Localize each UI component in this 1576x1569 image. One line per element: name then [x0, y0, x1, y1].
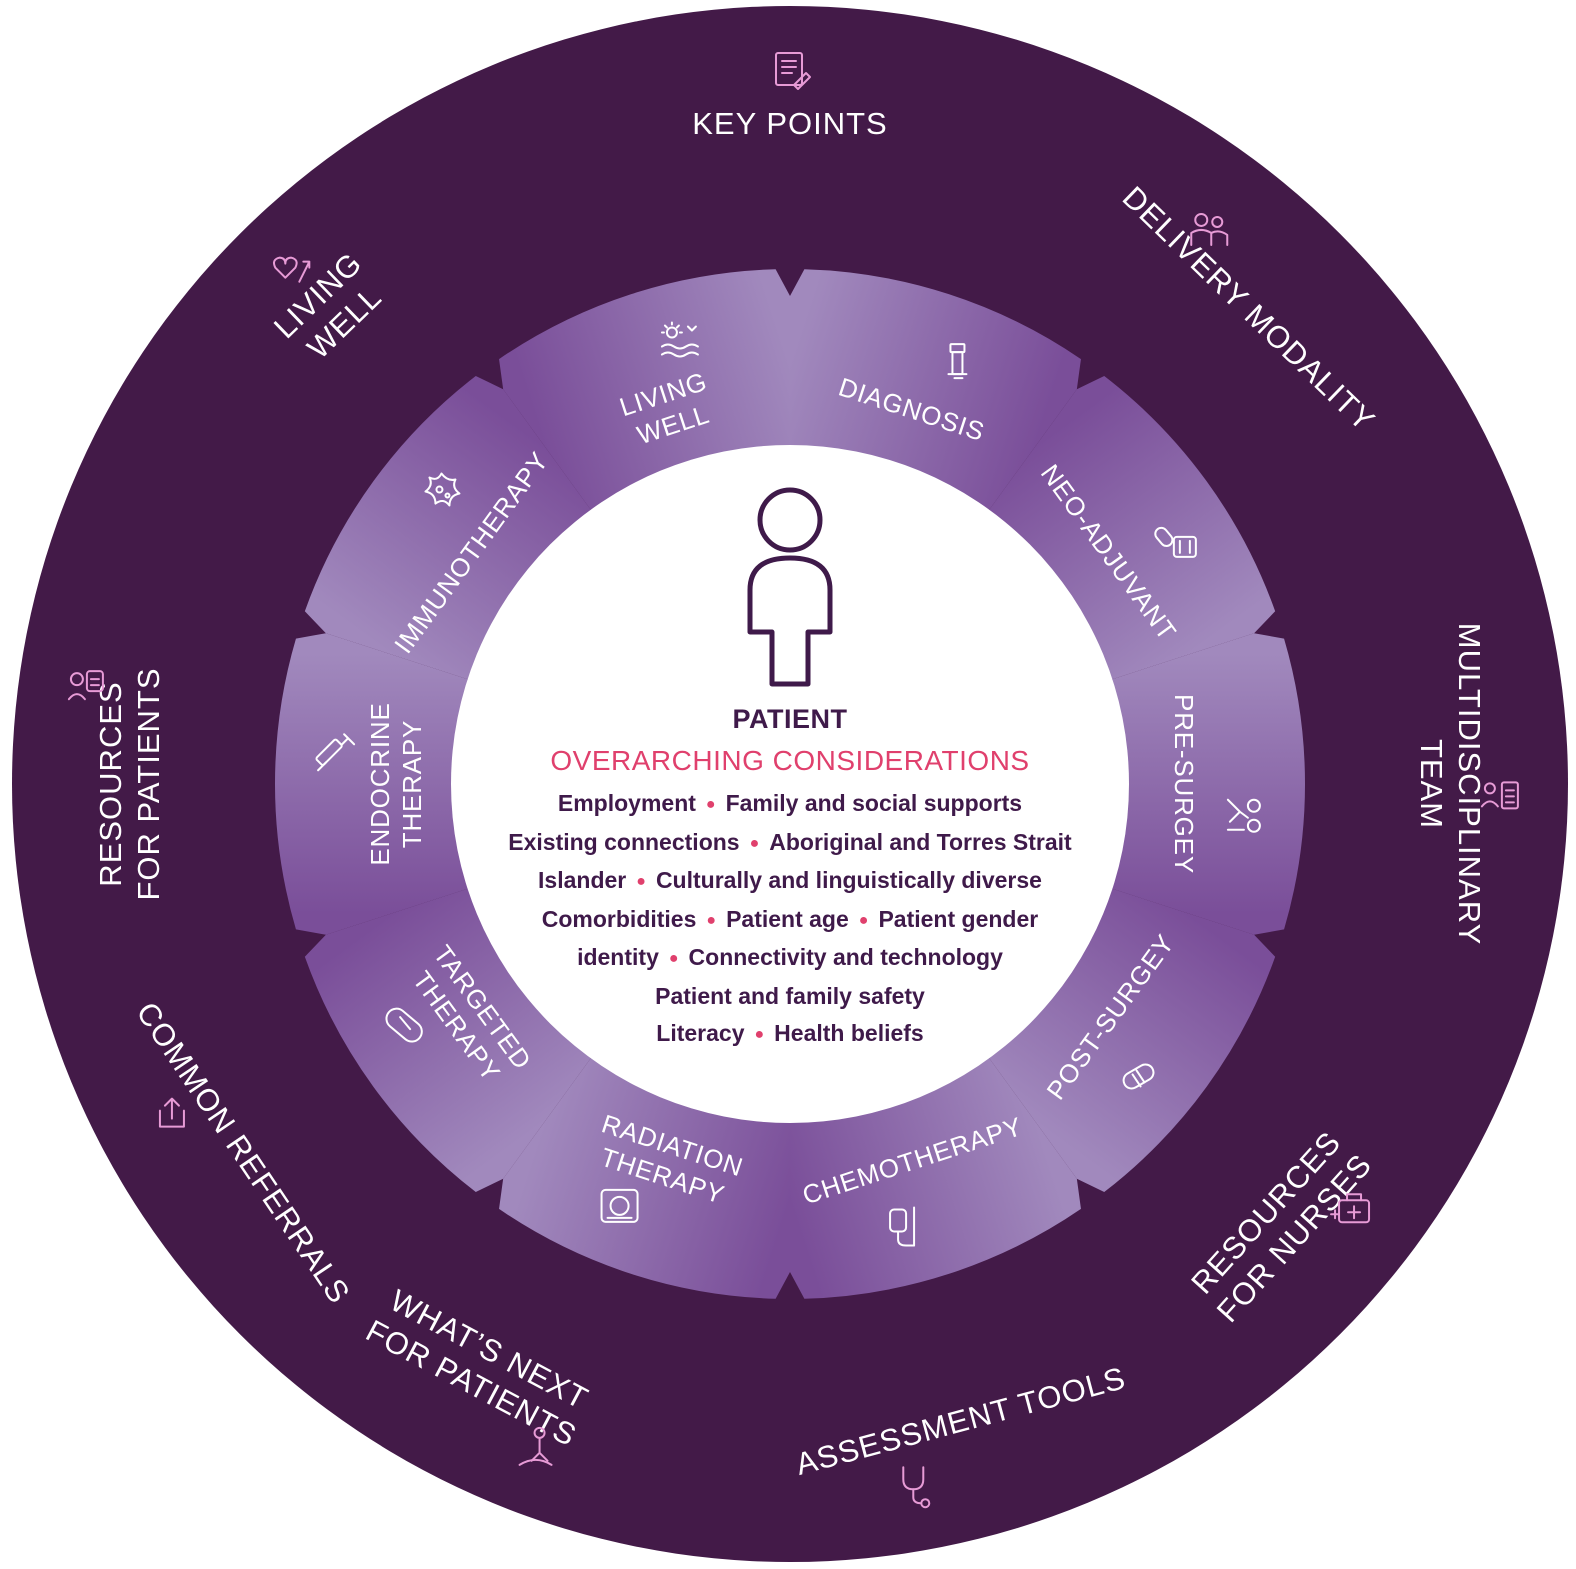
immune-cell-icon — [424, 472, 461, 507]
bullet-separator: ● — [706, 911, 717, 929]
treatment-ring — [274, 269, 1305, 1299]
outer-label-7-text: RESOURCES — [93, 681, 128, 886]
consideration-item: Islander — [538, 867, 627, 893]
consideration-item: Health beliefs — [774, 1020, 924, 1046]
patient-center: PATIENT OVERARCHING CONSIDERATIONS Emplo… — [470, 470, 1110, 1110]
consideration-item: Patient and family safety — [655, 982, 925, 1009]
treatment-label-2-text: PRE-SURGEY — [1169, 694, 1199, 874]
people-resources-icon — [67, 670, 104, 701]
consideration-item: Aboriginal and Torres Strait — [769, 828, 1072, 855]
consideration-item: identity — [577, 944, 659, 970]
consideration-item: Existing connections — [508, 828, 740, 855]
capsule-icon — [385, 1007, 423, 1043]
consideration-item: Literacy — [656, 1020, 745, 1046]
treatment-segment-6[interactable] — [304, 885, 597, 1193]
considerations-line: Existing connections ● Aboriginal and Torr… — [490, 824, 1090, 863]
heart-arrow-icon — [273, 256, 311, 283]
treatment-segment-1[interactable] — [983, 375, 1276, 683]
center-disc — [451, 445, 1129, 1123]
considerations-line: Employment ● Family and social supports — [490, 785, 1090, 824]
treatment-ring-icons — [315, 321, 1261, 1247]
outer-ring-icons — [67, 52, 1519, 1509]
treatment-segment-3[interactable] — [983, 885, 1276, 1193]
sun-waves-icon — [660, 321, 699, 358]
consideration-item: Employment — [557, 790, 696, 816]
treatment-segment-8[interactable] — [304, 375, 597, 683]
microscope-icon — [947, 343, 968, 380]
stethoscope-icon — [902, 1466, 931, 1509]
treatment-label-2[interactable]: PRE-SURGEY — [1169, 694, 1199, 874]
treatment-label-7-text: ENDOCRINE — [365, 702, 395, 865]
considerations-heading: OVERARCHING CONSIDERATIONS — [550, 745, 1030, 776]
iv-drip-icon — [889, 1206, 916, 1247]
bandage-icon — [1122, 1063, 1155, 1090]
team-checklist-icon — [1480, 781, 1519, 810]
bullet-separator: ● — [754, 1026, 765, 1043]
share-box-icon — [158, 1097, 185, 1128]
outer-label-7-text: FOR PATIENTS — [131, 667, 166, 900]
outer-label-2-text: TEAM — [1414, 739, 1449, 829]
considerations-line: Islander ● Culturally and linguistically d… — [490, 862, 1090, 901]
consideration-item: Culturally and linguistically diverse — [655, 867, 1042, 893]
radiation-machine-icon — [600, 1188, 639, 1223]
consideration-item: Connectivity and technology — [688, 944, 1003, 970]
consideration-item: Patient age — [726, 905, 849, 932]
pills-icon — [1154, 526, 1197, 558]
outer-label-0-text: KEY POINTS — [692, 106, 888, 141]
considerations-line: Patient and family safety — [490, 978, 1090, 1016]
patient-title: PATIENT — [732, 704, 848, 734]
considerations-line: Comorbidities ● Patient age ● Patient gender — [490, 901, 1090, 940]
path-person-icon — [518, 1426, 553, 1466]
consideration-item: Comorbidities — [541, 905, 697, 932]
people-icon — [1190, 212, 1229, 246]
syringe-icon — [315, 733, 356, 772]
surgery-tools-icon — [1226, 798, 1261, 833]
treatment-segment-2[interactable] — [1103, 633, 1305, 935]
bullet-separator: ● — [668, 950, 679, 967]
treatment-label-7-text: THERAPY — [397, 720, 427, 848]
document-pen-icon — [775, 52, 811, 90]
bullet-separator: ● — [705, 796, 716, 813]
consideration-item: Family and social supports — [725, 790, 1023, 816]
treatment-segment-7[interactable] — [274, 633, 477, 935]
consideration-item: Patient gender — [878, 905, 1039, 932]
bullet-separator: ● — [636, 873, 646, 890]
bullet-separator: ● — [858, 911, 869, 929]
person-icon — [747, 487, 833, 687]
medical-bag-icon — [1330, 1193, 1371, 1224]
outer-label-0[interactable]: KEY POINTS — [692, 106, 888, 141]
bullet-separator: ● — [749, 834, 760, 852]
considerations-line: identity ● Connectivity and technology — [490, 939, 1090, 978]
considerations-line: Literacy ● Health beliefs — [490, 1015, 1090, 1054]
outer-label-2-text: MULTIDISCIPLINARY — [1452, 623, 1487, 945]
